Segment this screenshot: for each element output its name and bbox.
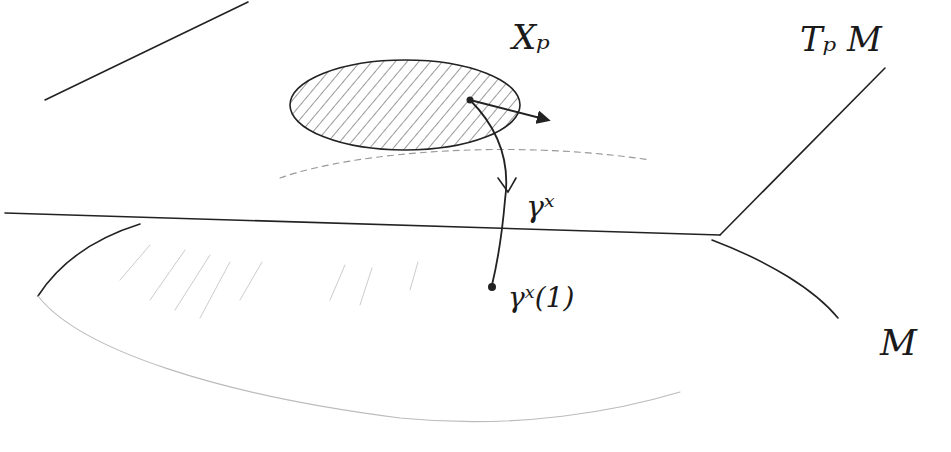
base-point — [467, 97, 474, 104]
end-point — [488, 283, 496, 291]
plane-edge — [720, 68, 885, 235]
geodesic-label: γˣ — [526, 192, 555, 222]
manifold-outline — [38, 224, 140, 296]
manifold-outline — [712, 240, 838, 318]
manifold-hidden-curve — [280, 150, 650, 178]
plane-edge — [45, 2, 248, 100]
manifold-outline — [38, 296, 680, 422]
manifold-label: M — [880, 325, 917, 361]
geodesic-arrow — [498, 178, 516, 192]
geodesic-curve — [470, 100, 506, 285]
endpoint-label: γˣ(1) — [508, 284, 574, 312]
plane-edge — [5, 213, 720, 235]
tangent-vector — [470, 100, 548, 120]
plane-label: Tₚ M — [800, 22, 882, 56]
shading — [120, 245, 418, 318]
vector-label: Xₚ — [512, 20, 550, 54]
